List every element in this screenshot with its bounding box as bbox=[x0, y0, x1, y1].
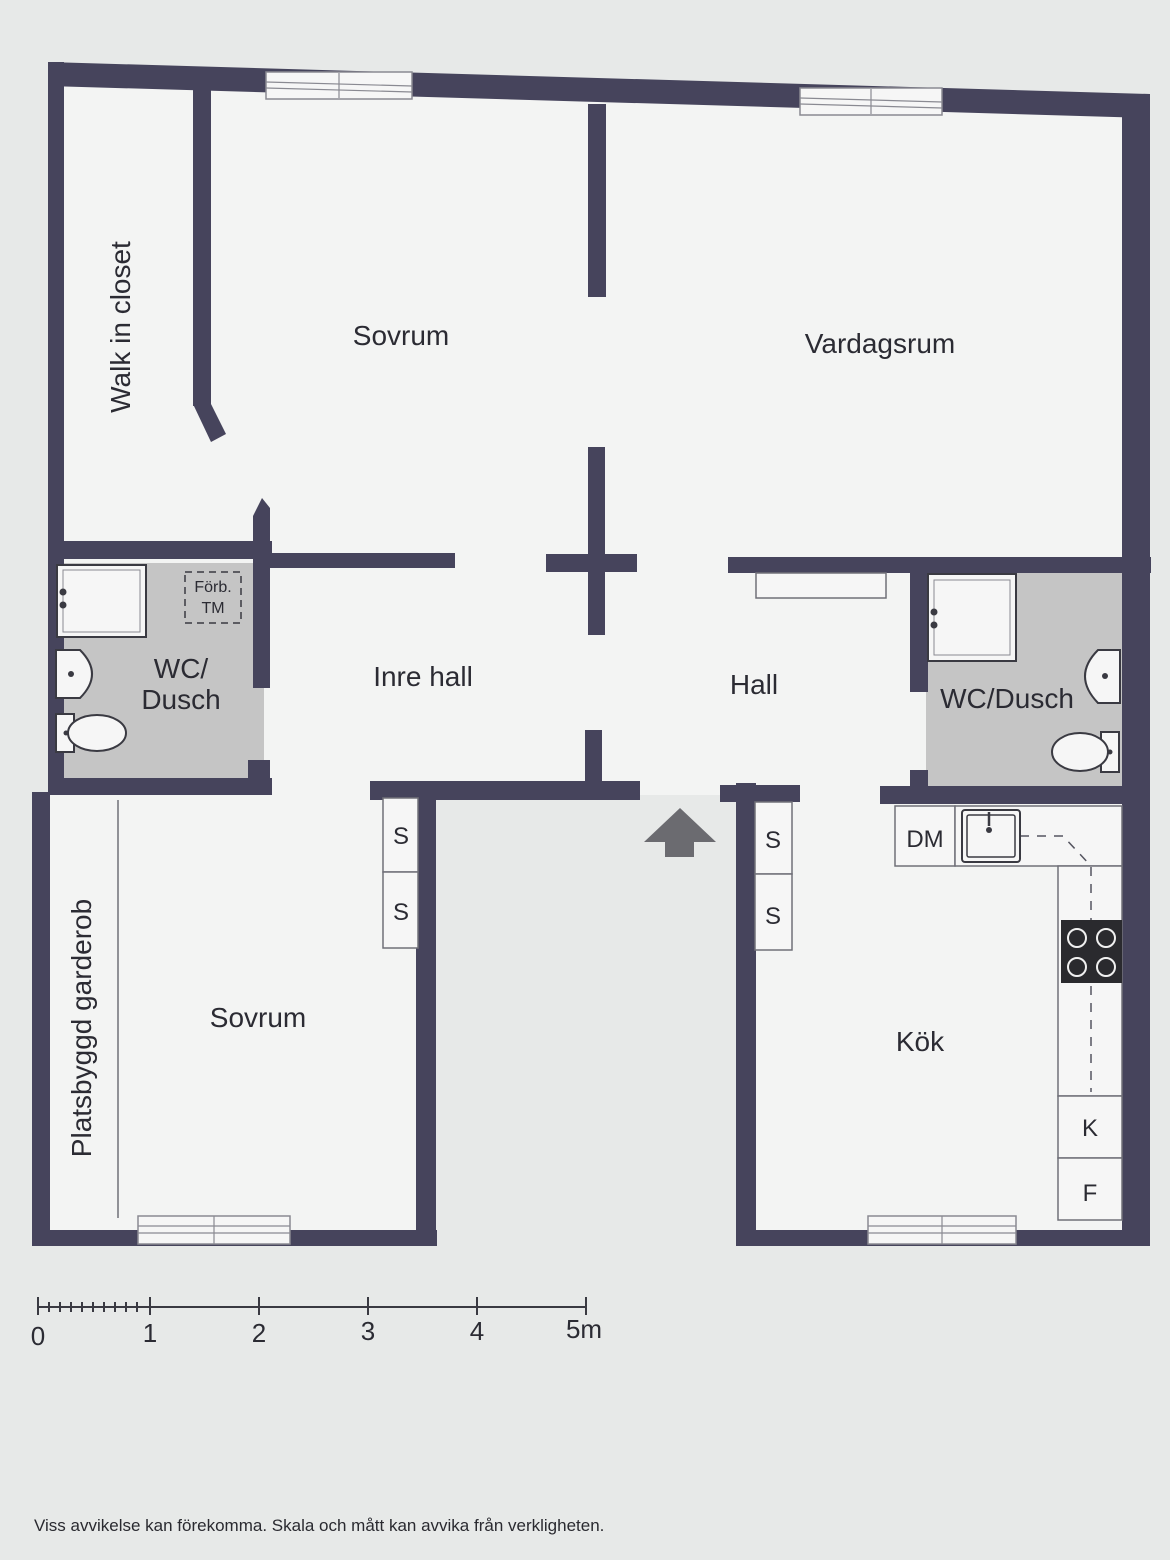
washbasin-icon bbox=[1084, 649, 1121, 704]
toilet-icon bbox=[1051, 731, 1120, 773]
label-inre-hall: Inre hall bbox=[373, 661, 473, 692]
label-walk-in-closet: Walk in closet bbox=[105, 241, 136, 413]
wardrobe-right bbox=[754, 801, 793, 951]
scale-label: 1 bbox=[143, 1318, 157, 1348]
label-tm: TM bbox=[201, 600, 224, 617]
label-sovrum-bottom: Sovrum bbox=[210, 1002, 306, 1033]
sink-icon bbox=[961, 809, 1021, 863]
wardrobe-left bbox=[382, 797, 419, 949]
shower-icon bbox=[56, 564, 147, 638]
label-forb: Förb. bbox=[194, 579, 231, 596]
window-top-left bbox=[265, 71, 413, 100]
hall-shelf bbox=[755, 572, 887, 599]
forb-tm-box bbox=[184, 571, 242, 624]
stove-icon bbox=[1061, 920, 1122, 983]
scale-label: 0 bbox=[31, 1321, 45, 1351]
fridge-mark: K bbox=[1082, 1115, 1098, 1142]
window-bottom-left bbox=[137, 1215, 291, 1245]
label-sovrum-top: Sovrum bbox=[353, 320, 449, 351]
scale-bar bbox=[37, 1297, 587, 1315]
windows bbox=[137, 71, 1017, 1245]
window-top-right bbox=[799, 87, 943, 116]
window-bottom-right bbox=[867, 1215, 1017, 1245]
scale-label: 4 bbox=[470, 1316, 484, 1346]
freezer-mark: F bbox=[1083, 1180, 1098, 1207]
scale-label: 3 bbox=[361, 1316, 375, 1346]
washbasin-icon bbox=[55, 649, 93, 699]
label-kok: Kök bbox=[896, 1026, 945, 1057]
label-vardagsrum: Vardagsrum bbox=[805, 328, 955, 359]
closet-mark: S bbox=[393, 899, 409, 926]
shower-icon bbox=[927, 573, 1017, 662]
label-wc-left-1: WC/ bbox=[154, 653, 209, 684]
closet-mark: S bbox=[765, 903, 781, 930]
label-wc-left-2: Dusch bbox=[141, 684, 220, 715]
label-dm: DM bbox=[906, 826, 943, 853]
interior-walls bbox=[48, 88, 1151, 804]
label-wc-right: WC/Dusch bbox=[940, 683, 1074, 714]
closet-mark: S bbox=[393, 823, 409, 850]
label-hall: Hall bbox=[730, 669, 778, 700]
floor-area bbox=[44, 74, 1123, 1232]
toilet-icon bbox=[55, 713, 127, 753]
scale-label: 2 bbox=[252, 1318, 266, 1348]
entrance-arrow-icon bbox=[644, 808, 716, 857]
label-platsbyggd-garderob: Platsbyggd garderob bbox=[66, 899, 97, 1157]
closet-mark: S bbox=[765, 827, 781, 854]
scale-label: 5m bbox=[566, 1314, 602, 1344]
disclaimer-text: Viss avvikelse kan förekomma. Skala och … bbox=[34, 1516, 605, 1535]
